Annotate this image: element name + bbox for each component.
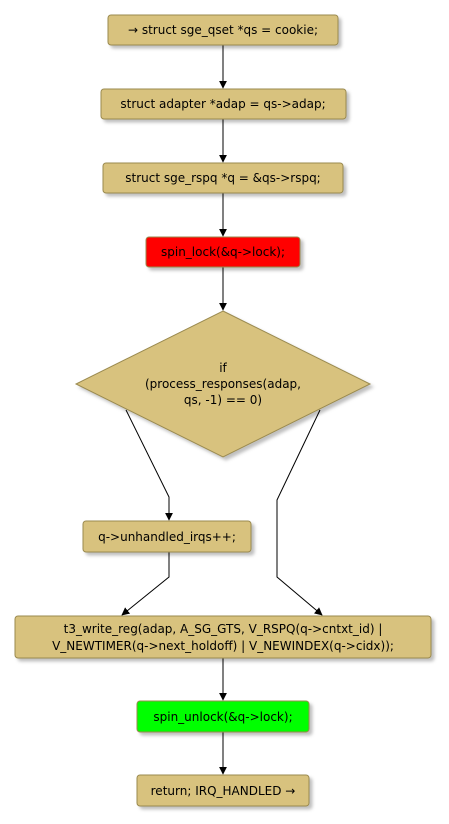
node-condition-line3: qs, -1) == 0) xyxy=(184,393,262,407)
node-spin-unlock-box xyxy=(136,700,310,733)
node-write-reg-line1: t3_write_reg(adap, A_SG_GTS, V_RSPQ(q->c… xyxy=(64,622,383,636)
node-start-box xyxy=(107,14,339,46)
node-rspq-box xyxy=(102,162,344,194)
node-start: → struct sge_qset *qs = cookie; xyxy=(107,14,339,46)
node-rspq-label: struct sge_rspq *q = &qs->rspq; xyxy=(125,171,320,185)
node-spin-unlock-label: spin_unlock(&q->lock); xyxy=(153,710,292,724)
node-write-reg-box xyxy=(14,615,432,659)
node-return-label: return; IRQ_HANDLED → xyxy=(151,784,296,798)
node-return-box xyxy=(136,774,310,807)
node-condition: if (process_responses(adap, qs, -1) == 0… xyxy=(74,310,372,458)
node-condition-line2: (process_responses(adap, xyxy=(145,377,301,391)
node-rspq: struct sge_rspq *q = &qs->rspq; xyxy=(102,162,344,194)
node-start-label: → struct sge_qset *qs = cookie; xyxy=(128,23,318,37)
edge-cond-to-unhandled xyxy=(125,409,173,521)
node-condition-line1: if xyxy=(219,361,227,375)
node-spin-unlock: spin_unlock(&q->lock); xyxy=(136,700,310,733)
node-spin-lock-label: spin_lock(&q->lock); xyxy=(161,245,285,259)
node-adap: struct adapter *adap = qs->adap; xyxy=(100,88,347,120)
node-write-reg: t3_write_reg(adap, A_SG_GTS, V_RSPQ(q->c… xyxy=(14,615,432,659)
node-adap-box xyxy=(100,88,347,120)
node-unhandled-label: q->unhandled_irqs++; xyxy=(98,530,236,544)
node-adap-label: struct adapter *adap = qs->adap; xyxy=(120,97,325,111)
node-return: return; IRQ_HANDLED → xyxy=(136,774,310,807)
edge-unhandled-to-write xyxy=(121,552,170,616)
node-unhandled: q->unhandled_irqs++; xyxy=(82,520,252,553)
edges xyxy=(121,45,323,775)
node-write-reg-line2: V_NEWTIMER(q->next_holdoff) | V_NEWINDEX… xyxy=(52,639,394,653)
node-condition-diamond xyxy=(74,310,372,458)
node-spin-lock-box xyxy=(145,236,301,268)
edge-cond-to-write xyxy=(276,409,323,616)
node-spin-lock: spin_lock(&q->lock); xyxy=(145,236,301,268)
node-unhandled-box xyxy=(82,520,252,553)
